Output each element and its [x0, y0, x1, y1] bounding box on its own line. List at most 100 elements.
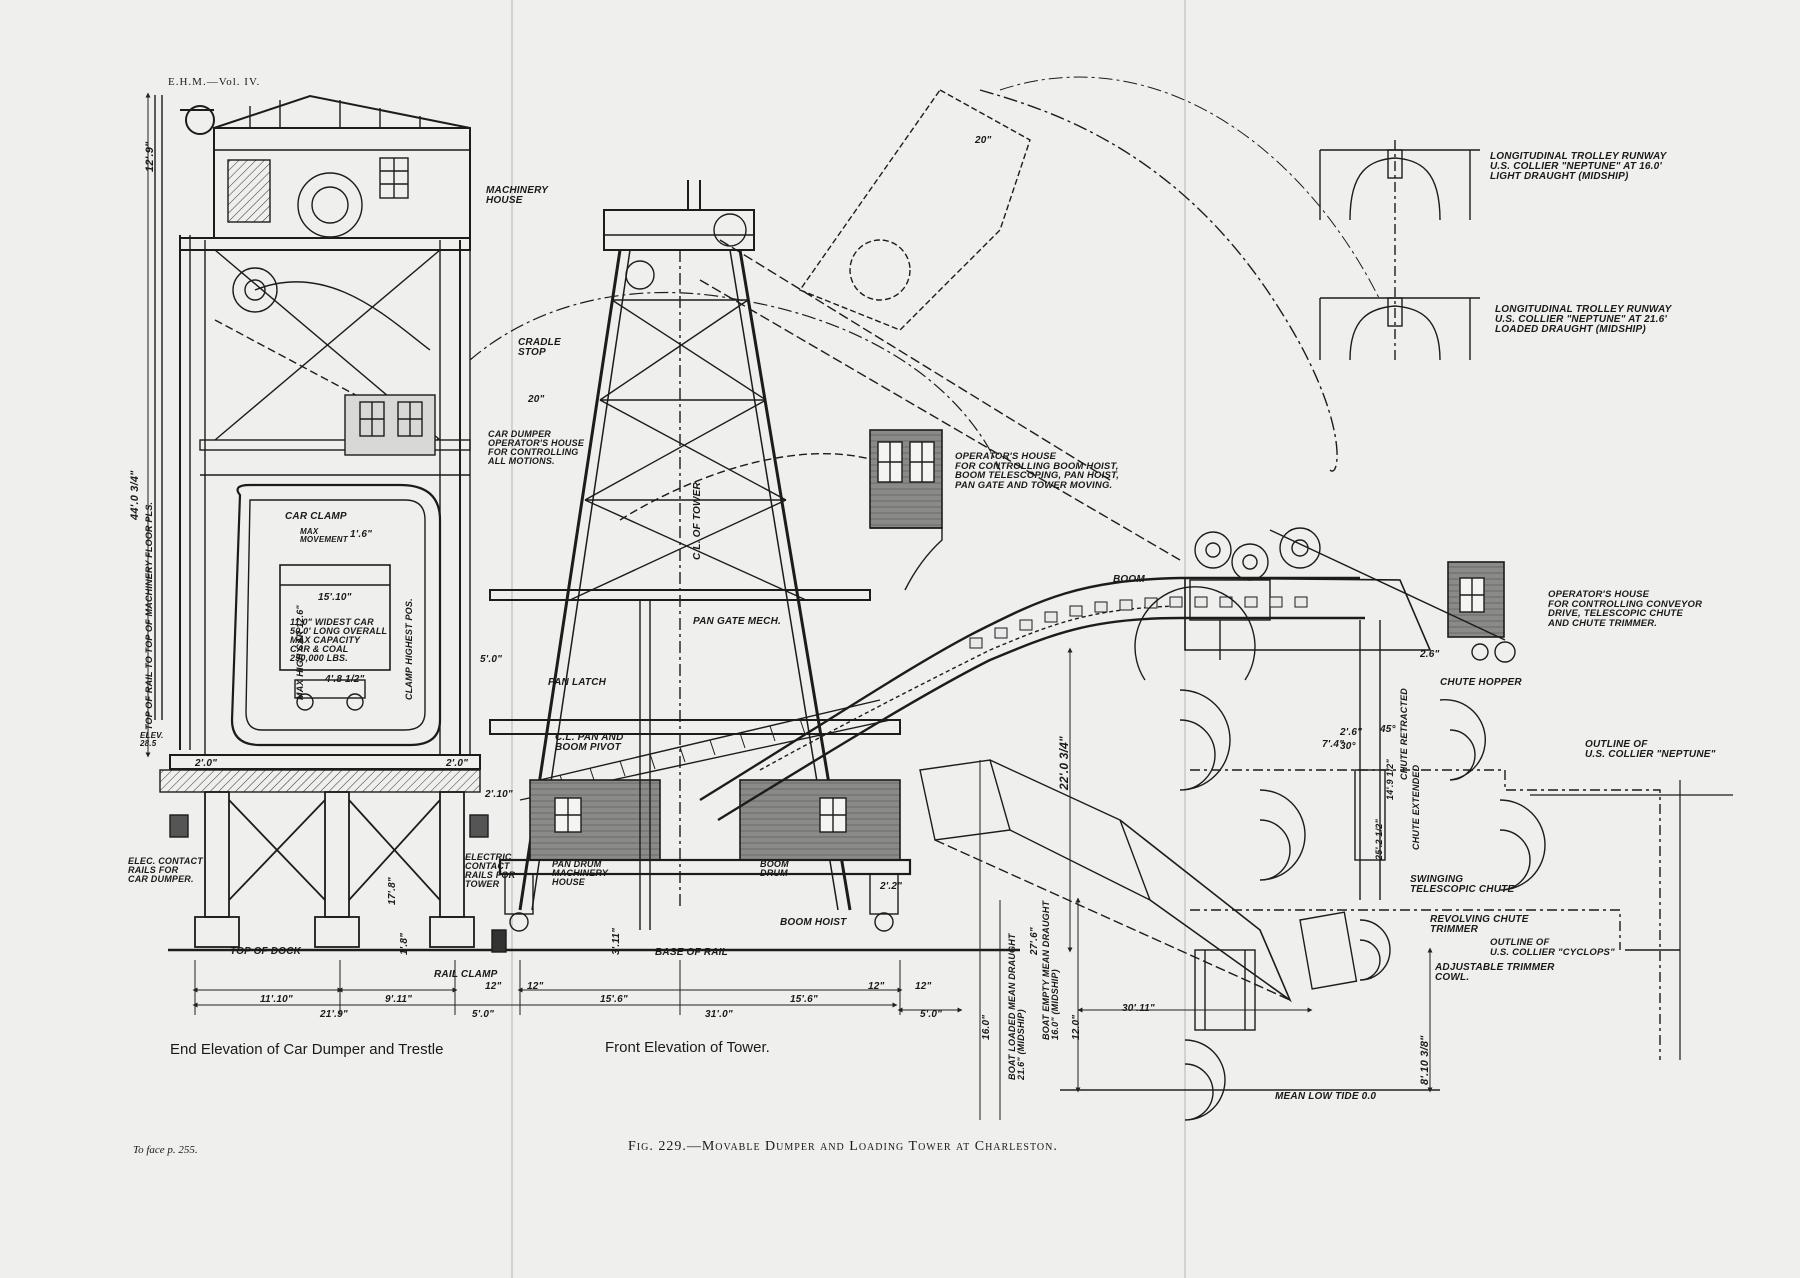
- chute-extended-label: CHUTE EXTENDED: [1411, 764, 1421, 850]
- base-of-rail-label: BASE OF RAIL: [655, 947, 728, 958]
- machinery-house-roof: [213, 94, 471, 129]
- dimension-label: 20": [528, 394, 545, 405]
- caption-car-dumper: End Elevation of Car Dumper and Trestle: [170, 1041, 444, 1058]
- dimension-label: 8'.10 3/8": [1419, 1035, 1431, 1085]
- dimension-label: 45°: [1380, 724, 1396, 735]
- figure-title: Fig. 229.—Movable Dumper and Loading Tow…: [628, 1139, 1058, 1154]
- dimension-label: 25'.2 1/2": [1374, 819, 1384, 860]
- dimension-label: 17'.8": [387, 877, 398, 905]
- dimension-label: 2'.0": [446, 758, 469, 769]
- conveyor-boom: [699, 527, 1516, 822]
- dimension-label: 5'.0": [920, 1009, 943, 1020]
- chute-retracted-label: CHUTE RETRACTED: [1399, 688, 1409, 780]
- dimension-label: 2'.10": [485, 789, 513, 800]
- dimension-label: 2'.0": [195, 758, 218, 769]
- dimension-label: 2.6": [1420, 649, 1440, 660]
- dimension-label: 20": [975, 135, 992, 146]
- dimension-label: 11'.10": [260, 994, 293, 1005]
- caption-tower: Front Elevation of Tower.: [605, 1039, 770, 1056]
- dimension-label: 12'.9": [144, 141, 156, 172]
- cyclops-outline: [1190, 909, 1621, 950]
- neptune-outline: [1190, 769, 1661, 1060]
- dimension-label: 4'.8 1/2": [325, 674, 365, 685]
- fold-lines: [511, 0, 1186, 1278]
- dimension-label: 15'.6": [790, 994, 818, 1005]
- pan-gate-mech-label: PAN GATE MECH.: [693, 616, 781, 627]
- dimension-label: 44'.0 3/4": [129, 470, 141, 520]
- dimension-label: 12": [485, 981, 502, 992]
- dimension-label: 30°: [1340, 741, 1356, 752]
- volume-reference: E.H.M.—Vol. IV.: [168, 76, 261, 88]
- page-reference: To face p. 255.: [133, 1144, 198, 1156]
- dimension-label: 12": [915, 981, 932, 992]
- max-high-car-label: MAX HIGH CAR 12.6": [295, 605, 305, 700]
- car-clamp-label: CAR CLAMP: [285, 511, 347, 522]
- dimension-label: 27'.6": [1029, 927, 1040, 955]
- boom-label: BOOM: [1113, 574, 1145, 585]
- loading-tower-elevation: [489, 180, 1020, 953]
- dimension-label: 30'.11": [1122, 1003, 1155, 1014]
- trestle: [168, 791, 490, 952]
- dimension-label: 5'.0": [480, 654, 503, 665]
- dimension-label: 1'.6": [350, 529, 373, 540]
- chute-hopper-label: CHUTE HOPPER: [1440, 677, 1522, 688]
- boom-raised-outline: [798, 89, 1031, 331]
- dimension-label: 14'.9 1/2": [1385, 759, 1395, 800]
- dimension-label: 1'.8": [399, 932, 410, 955]
- rail-to-floor-label: TOP OF RAIL TO TOP OF MACHINERY FLOOR PL…: [144, 501, 154, 730]
- dimension-label: 2'.2": [880, 881, 903, 892]
- dimension-label: 12": [868, 981, 885, 992]
- dimension-label: 5'.0": [472, 1009, 495, 1020]
- dimension-label: 12": [527, 981, 544, 992]
- clamp-highest-label: CLAMP HIGHEST POS.: [404, 598, 414, 700]
- mean-low-tide-label: MEAN LOW TIDE 0.0: [1275, 1091, 1377, 1102]
- dimension-label: 2'.6": [1340, 727, 1363, 738]
- dimension-label: 22'.0 3/4": [1057, 736, 1071, 790]
- trolley-runway-details: [1319, 140, 1480, 361]
- dimension-label: 9'.11": [385, 994, 413, 1005]
- tower-centerline-label: C.L. OF TOWER: [692, 482, 703, 560]
- telescopic-chutes: [919, 586, 1546, 1121]
- dimension-label: 31'.0": [705, 1009, 733, 1020]
- dimension-label: 21'.9": [320, 1009, 348, 1020]
- car-dumper-elevation: [154, 94, 490, 952]
- dimension-label: 3'.11": [611, 927, 622, 955]
- pan-drum-house: [529, 779, 661, 861]
- dimension-label: 16.0": [981, 1014, 992, 1040]
- dimension-label: 15'.10": [318, 592, 352, 603]
- boom-hoist-label: BOOM HOIST: [780, 917, 847, 928]
- top-of-dock-label: TOP OF DOCK: [230, 946, 302, 957]
- dimension-label: 15'.6": [600, 994, 628, 1005]
- pan-latch-label: PAN LATCH: [548, 677, 607, 688]
- tower-top-platform: [603, 209, 755, 251]
- dimension-label: 7'.4": [1322, 739, 1345, 750]
- rail-clamp-label: RAIL CLAMP: [434, 969, 498, 980]
- dimension-lines: [145, 92, 1440, 1120]
- cradle-outline: [230, 483, 442, 747]
- elevation-label: ELEV.28.5: [140, 731, 164, 748]
- dimension-label: 12.0": [1071, 1014, 1082, 1040]
